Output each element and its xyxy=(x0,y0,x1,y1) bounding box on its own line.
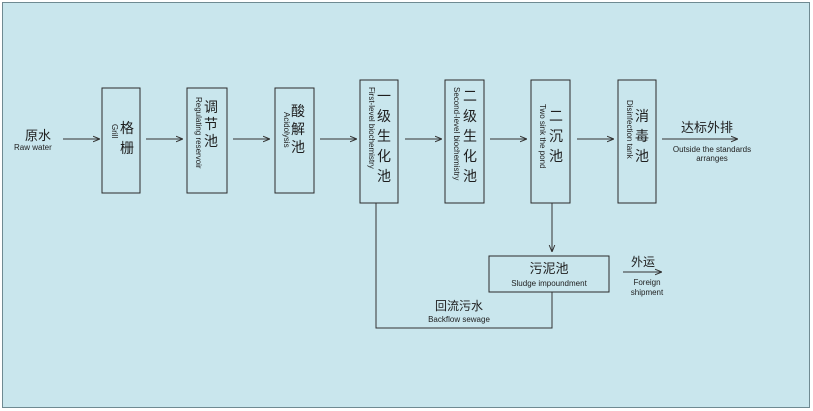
unit-grill: Grill xyxy=(101,87,141,194)
backflow-cn: 回流污水 xyxy=(435,299,483,313)
unit-second-bio-char: 池 xyxy=(463,169,477,185)
unit-settling-char: 二 xyxy=(549,109,563,125)
discharge-en-line2: arranges xyxy=(696,154,728,163)
unit-first-bio-char: 池 xyxy=(377,169,391,185)
backflow-en: Backflow sewage xyxy=(428,315,490,324)
shipment-en-line1: Foreign xyxy=(633,278,660,287)
raw-water-cn: 原水 xyxy=(25,129,51,144)
unit-acidolysis: Acidolysis xyxy=(274,87,315,194)
discharge-cn: 达标外排 xyxy=(681,121,733,136)
raw-water-input: 原水 Raw water xyxy=(14,129,52,152)
unit-acidolysis-char: 酸 xyxy=(291,104,305,120)
unit-second-level-biochemistry: Second-level biochemistry xyxy=(444,79,485,204)
unit-first-level-biochemistry: First-level biochemistry xyxy=(359,79,399,204)
shipment-output: 外运 Foreign shipment xyxy=(631,255,664,297)
unit-disinfection-tank: Disinfection tank xyxy=(617,79,657,204)
unit-acidolysis-char: 解 xyxy=(291,122,305,138)
sludge-cn: 污泥池 xyxy=(529,262,568,277)
unit-regulating-char: 节 xyxy=(204,117,218,133)
unit-secondary-settling: Two sink the pond xyxy=(530,79,571,204)
regulating-en: Regulating reservoir xyxy=(194,97,203,169)
unit-first-bio-char: 生 xyxy=(377,129,391,145)
unit-second-bio-char: 级 xyxy=(463,109,477,125)
unit-disinfection-char: 池 xyxy=(635,149,649,165)
grill-en: Grill xyxy=(110,124,119,138)
unit-sludge-impoundment: 污泥池 Sludge impoundment xyxy=(488,255,610,293)
first-bio-en: First-level biochemistry xyxy=(367,87,376,169)
unit-second-bio-char: 二 xyxy=(463,89,477,105)
unit-regulating-char: 池 xyxy=(204,134,218,150)
unit-first-bio-char: 化 xyxy=(377,149,391,165)
unit-acidolysis-char: 池 xyxy=(291,140,305,156)
acidolysis-en: Acidolysis xyxy=(282,112,291,148)
disinfection-en: Disinfection tank xyxy=(625,100,634,160)
unit-regulating-reservoir: Regulating reservoir xyxy=(186,87,228,194)
second-bio-en: Second-level biochemistry xyxy=(452,87,461,180)
discharge-output: 达标外排 Outside the standards arranges xyxy=(673,121,751,163)
backflow-label: 回流污水 Backflow sewage xyxy=(428,299,490,324)
settling-en: Two sink the pond xyxy=(538,104,547,168)
unit-settling-char: 池 xyxy=(549,149,563,165)
unit-disinfection-char: 消 xyxy=(635,109,649,125)
unit-first-bio-char: 级 xyxy=(377,109,391,125)
backflow-line xyxy=(375,203,553,329)
unit-regulating-char: 调 xyxy=(204,100,218,116)
raw-water-en: Raw water xyxy=(14,143,52,152)
unit-grill-char: 栅 xyxy=(120,141,134,157)
sludge-en: Sludge impoundment xyxy=(511,279,587,288)
discharge-en-line1: Outside the standards xyxy=(673,145,751,154)
unit-settling-char: 沉 xyxy=(549,129,563,145)
shipment-cn: 外运 xyxy=(631,255,655,269)
unit-second-bio-char: 生 xyxy=(463,129,477,145)
unit-disinfection-char: 毒 xyxy=(635,129,649,145)
unit-grill-char: 格 xyxy=(120,121,134,137)
unit-first-bio-char: 一 xyxy=(377,89,391,105)
shipment-en-line2: shipment xyxy=(631,288,664,297)
unit-second-bio-char: 化 xyxy=(463,149,477,165)
